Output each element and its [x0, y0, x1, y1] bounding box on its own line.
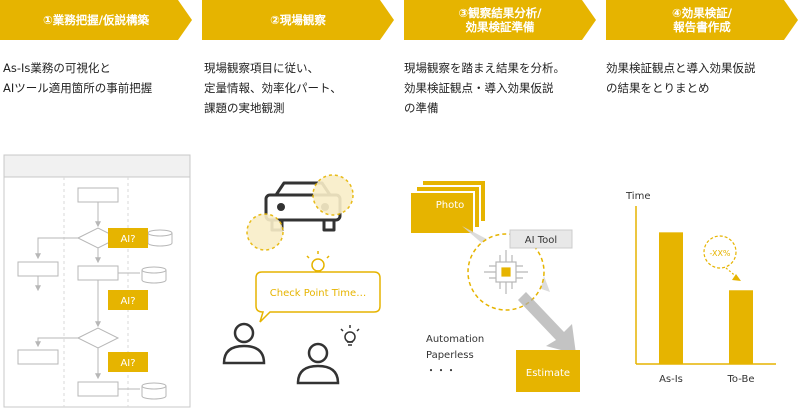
step-4-header: ④効果検証/ 報告書作成: [606, 0, 798, 40]
estimate-card: Estimate: [516, 350, 580, 392]
step-2-description: 現場観察項目に従い、 定量情報、効率化パート、 課題の実地観測: [204, 58, 342, 118]
step-1-desc-line: As-Is業務の可視化と: [3, 61, 111, 75]
step-4-desc-line: 効果検証観点と導入効果仮説: [606, 61, 756, 75]
step-4-title-line-1: ④効果検証/: [672, 6, 732, 20]
step-2-header: ②現場観察: [202, 0, 394, 40]
person-icon: [222, 322, 266, 365]
arrow-icon: [518, 292, 576, 354]
flow-process-box: [77, 381, 119, 397]
ai-tool-label: AI Tool: [525, 235, 557, 246]
flow-process-box: [17, 349, 59, 365]
focus-circle: [312, 174, 354, 216]
lightbulb-icon: [306, 251, 330, 275]
step-3-desc-line: 現場観察を踏まえ結果を分析。: [404, 61, 565, 75]
step-3-header: ③観察結果分析/ 効果検証準備: [404, 0, 596, 40]
photo-label: Photo: [436, 200, 465, 211]
flowchart-panel: AI? AI? AI?: [3, 154, 191, 408]
bar-as-is: [659, 232, 683, 364]
step-2-desc-line: 現場観察項目に従い、: [204, 61, 319, 75]
observation-panel: Check Point Time…: [222, 174, 381, 385]
person-icon: [296, 342, 340, 385]
x-tick-label: To-Be: [727, 374, 755, 385]
step-1-description: As-Is業務の可視化と AIツール適用箇所の事前把握: [3, 58, 152, 98]
step-2-title: ②現場観察: [270, 13, 326, 27]
step-3-title-line-1: ③観察結果分析/: [458, 6, 542, 20]
step-3-desc-line: 効果検証観点・導入効果仮説: [404, 81, 554, 95]
database-icon: [141, 229, 173, 400]
step-1-title: ①業務把握/仮説構築: [43, 13, 149, 27]
flow-process-box: [17, 261, 59, 277]
chip-icon: [484, 250, 528, 294]
ai-tool-label-box: AI Tool: [509, 229, 573, 249]
change-label: -XX%: [709, 249, 730, 258]
flow-decision: [76, 327, 120, 349]
chart-ylabel: Time: [625, 191, 650, 202]
step-2-desc-line: 定量情報、効率化パート、: [204, 81, 342, 95]
step-4-desc-line: の結果をとりまとめ: [606, 81, 710, 95]
flow-process-box: [77, 265, 119, 281]
ai-tag-label: AI?: [120, 234, 135, 245]
flowchart-header-bar: [3, 154, 191, 178]
estimate-label: Estimate: [526, 368, 570, 379]
step-3-title-line-2: 効果検証準備: [465, 20, 535, 34]
speech-bubble: Check Point Time…: [255, 271, 381, 323]
ai-tag-label: AI?: [120, 358, 135, 369]
note-line: Paperless: [426, 350, 474, 361]
step-2-desc-line: 課題の実地観測: [204, 101, 285, 115]
step-4-description: 効果検証観点と導入効果仮説 の結果をとりまとめ: [606, 58, 756, 98]
step-3-description: 現場観察を踏まえ結果を分析。 効果検証観点・導入効果仮説 の準備: [404, 58, 565, 118]
change-annotation: -XX%: [703, 235, 741, 281]
bubble-text: Check Point Time…: [270, 288, 366, 299]
ai-check-tag: AI?: [108, 228, 148, 248]
step-1-desc-line: AIツール適用箇所の事前把握: [3, 81, 153, 95]
lightbulb-icon: [340, 325, 360, 346]
flow-process-box: [77, 187, 119, 203]
ai-check-tag: AI?: [108, 290, 148, 310]
chart-panel: Time As-Is To-Be -XX%: [625, 191, 776, 385]
analysis-panel: Photo AI Tool Estimate Automation Paperl…: [409, 179, 580, 392]
x-tick-label: As-Is: [659, 374, 683, 385]
note-line: Automation: [426, 334, 484, 345]
step-4-title-line-2: 報告書作成: [673, 20, 731, 34]
ai-tag-label: AI?: [120, 296, 135, 307]
bar-to-be: [729, 290, 753, 364]
ai-check-tag: AI?: [108, 352, 148, 372]
focus-circle: [246, 213, 284, 251]
note-line: ・・・: [426, 366, 456, 377]
step-3-desc-line: の準備: [404, 101, 439, 115]
step-1-header: ①業務把握/仮説構築: [0, 0, 192, 40]
